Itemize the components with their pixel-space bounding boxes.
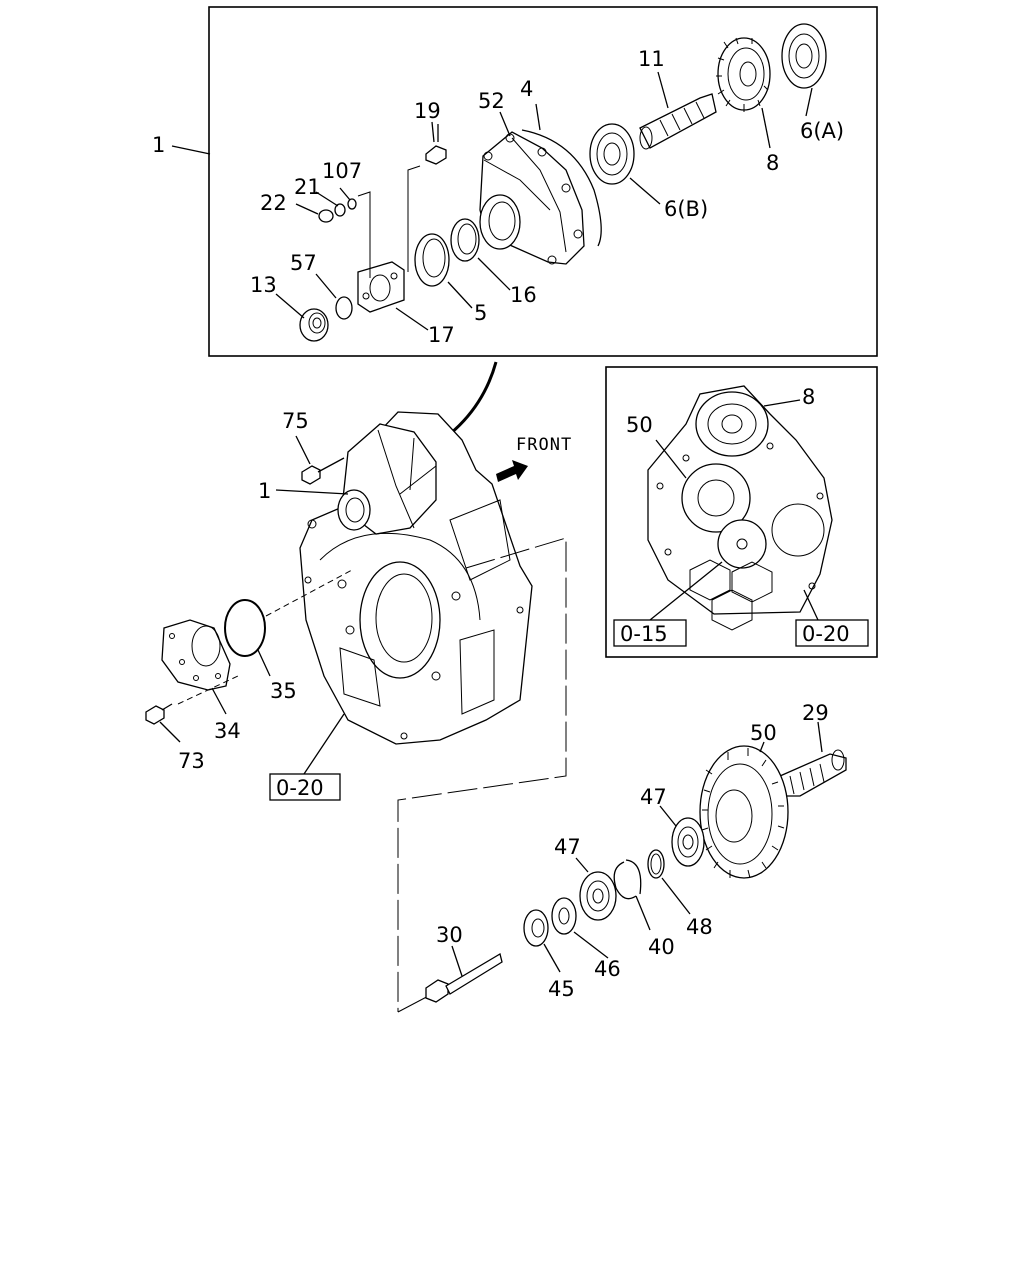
leaders-main [159, 435, 349, 775]
part-19-bolt [425, 124, 447, 165]
part-73-bolt [145, 703, 173, 725]
callout-73: 73 [178, 749, 205, 773]
callout-17: 17 [428, 323, 455, 347]
front-arrow-icon [496, 460, 528, 482]
callout-107: 107 [322, 159, 362, 183]
callout-40: 40 [648, 935, 675, 959]
part-22-nut [318, 209, 334, 223]
inset-frame [605, 366, 878, 658]
callout-4: 4 [520, 77, 533, 101]
callout-6a: 6(A) [800, 119, 844, 143]
part-34-cover [161, 619, 231, 691]
leaders-inset [649, 399, 819, 621]
callout-21: 21 [294, 175, 321, 199]
part-1-housing-cover [337, 423, 437, 535]
top-assembly-frame [208, 6, 878, 357]
callout-22: 22 [260, 191, 287, 215]
part-75-bolt [301, 457, 345, 485]
callout-50-inset: 50 [626, 413, 653, 437]
part-35-oring [224, 599, 266, 657]
callout-45: 45 [548, 977, 575, 1001]
callout-50: 50 [750, 721, 777, 745]
ref-inset-right: 0-20 [802, 622, 850, 646]
callout-35: 35 [270, 679, 297, 703]
callout-19: 19 [414, 99, 441, 123]
callout-48: 48 [686, 915, 713, 939]
part-5-seal [414, 233, 450, 287]
part-16-ring [450, 218, 480, 262]
part-30-bolt [425, 952, 503, 1003]
part-17-flange [357, 261, 405, 313]
callout-47-b: 47 [554, 835, 581, 859]
part-6a-bearing [781, 23, 827, 89]
callout-16: 16 [510, 283, 537, 307]
inset-gear-train [647, 385, 833, 631]
part-48-ring [647, 849, 665, 879]
front-label: FRONT [516, 435, 572, 455]
part-6b-bearing [589, 123, 635, 185]
part-21-washer [334, 203, 346, 217]
callout-5: 5 [474, 301, 487, 325]
part-46-washer [551, 897, 577, 935]
part-47-bearing-a [671, 817, 705, 867]
callout-57: 57 [290, 251, 317, 275]
callout-13: 13 [250, 273, 277, 297]
stud-line [357, 191, 371, 278]
callout-8-inset: 8 [802, 385, 815, 409]
part-4-housing [479, 129, 602, 265]
part-29-shaft [779, 749, 847, 797]
callout-46: 46 [594, 957, 621, 981]
part-57-oring [335, 296, 353, 320]
ref-box-inset-left [613, 619, 687, 647]
part-11-shaft [639, 93, 717, 150]
ref-inset-left: 0-15 [620, 622, 668, 646]
callout-30: 30 [436, 923, 463, 947]
part-45-washer [523, 909, 549, 947]
callout-1-mid: 1 [258, 479, 271, 503]
part-50-gear [699, 745, 789, 879]
part-107-washer [347, 198, 357, 210]
part-47-bearing-b [579, 871, 617, 921]
part-8-gear [716, 37, 771, 112]
part-40-snap-ring [613, 859, 642, 900]
callout-6b: 6(B) [664, 197, 708, 221]
leaders-top [171, 71, 813, 331]
callout-11: 11 [638, 47, 665, 71]
callout-1-top: 1 [152, 133, 165, 157]
leaders-lower [451, 721, 823, 977]
callout-34: 34 [214, 719, 241, 743]
dash-guide-19 [407, 165, 421, 272]
ref-box-main [269, 773, 341, 801]
callout-29: 29 [802, 701, 829, 725]
ref-main: 0-20 [276, 776, 324, 800]
ref-box-inset-right [795, 619, 869, 647]
callout-47-a: 47 [640, 785, 667, 809]
callout-52: 52 [478, 89, 505, 113]
callout-75: 75 [282, 409, 309, 433]
part-13-nut [299, 308, 329, 342]
callout-8-top: 8 [766, 151, 779, 175]
